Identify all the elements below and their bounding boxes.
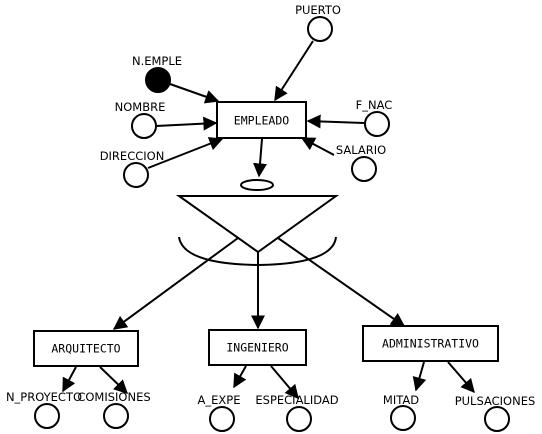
- attr-n-emple-key-circle: [145, 67, 171, 93]
- direccion-connector: [147, 137, 224, 169]
- attr-n-proyecto-circle: [34, 403, 60, 429]
- entity-arquitecto: ARQUITECTO: [33, 330, 139, 367]
- arquitecto-connector: [112, 237, 239, 330]
- n-proyecto-connector: [62, 366, 77, 393]
- attr-nombre-circle: [131, 113, 157, 139]
- entity-empleado: EMPLEADO: [216, 101, 307, 139]
- attr-mitad-circle: [390, 405, 416, 431]
- attr-comisiones-label: COMISIONES: [77, 390, 150, 404]
- attr-direccion-circle: [123, 162, 149, 188]
- attr-a-expe-circle: [209, 406, 235, 432]
- attr-especialidad-circle: [286, 406, 312, 432]
- attr-pulsaciones-circle: [484, 406, 510, 432]
- attr-nombre-label: NOMBRE: [115, 100, 166, 114]
- salario-connector: [300, 137, 335, 156]
- attr-especialidad-label: ESPECIALIDAD: [255, 393, 338, 407]
- generalization-connector: [253, 138, 267, 178]
- attr-puerto-label: PUERTO: [295, 3, 341, 17]
- attr-f-nac-label: F_NAC: [356, 98, 393, 112]
- entity-ingeniero-label: INGENIERO: [226, 341, 288, 355]
- attr-a-expe-label: A_EXPE: [198, 393, 241, 407]
- a-expe-connector: [233, 365, 247, 389]
- entity-arquitecto-label: ARQUITECTO: [51, 342, 120, 356]
- entity-administrativo: ADMINISTRATIVO: [362, 325, 499, 362]
- nombre-connector: [155, 116, 218, 131]
- especialidad-connector: [270, 365, 299, 400]
- attr-salario-label: SALARIO: [336, 143, 386, 157]
- puerto-connector: [274, 40, 314, 102]
- administrativo-connector: [277, 237, 406, 327]
- attr-f-nac-circle: [364, 111, 390, 137]
- attr-n-emple-label: N.EMPLE: [132, 54, 182, 68]
- attr-comisiones-circle: [103, 403, 129, 429]
- attr-direccion-label: DIRECCION: [100, 149, 165, 163]
- specialization-triangle: [175, 195, 340, 254]
- attr-pulsaciones-label: PULSACIONES: [455, 394, 536, 408]
- attr-puerto-circle: [307, 16, 333, 42]
- pulsaciones-connector: [447, 361, 475, 394]
- n-emple-connector: [169, 83, 220, 104]
- entity-empleado-label: EMPLEADO: [234, 114, 289, 128]
- attr-mitad-label: MITAD: [383, 393, 419, 407]
- attr-salario-circle: [351, 156, 377, 182]
- comisiones-connector: [99, 366, 129, 394]
- attr-n-proyecto-label: N_PROYECTO: [6, 390, 82, 404]
- disjoint-marker-ellipse: [240, 179, 274, 191]
- f-nac-connector: [306, 114, 365, 129]
- entity-ingeniero: INGENIERO: [208, 329, 307, 366]
- mitad-connector: [412, 361, 427, 392]
- entity-administrativo-label: ADMINISTRATIVO: [382, 337, 479, 351]
